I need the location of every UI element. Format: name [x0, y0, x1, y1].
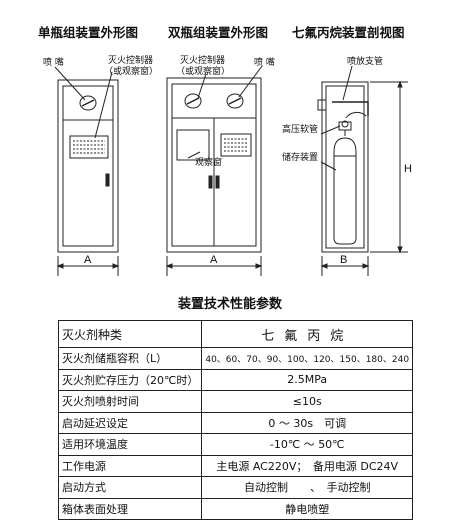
- spec-value: 0 ～ 30s 可调: [201, 411, 414, 434]
- spec-key: 工作电源: [57, 454, 203, 477]
- spec-value: 自动控制 、 手动控制: [201, 476, 414, 499]
- dim-b: B: [340, 254, 347, 266]
- table-row: 工作电源 主电源 AC220V； 备用电源 DC24V: [57, 454, 414, 477]
- title-double: 双瓶组装置外形图: [168, 25, 269, 40]
- cylinder: [333, 137, 357, 245]
- spec-table: 灭火剂种类 七氟丙烷 灭火剂储瓶容积（L） 40、60、70、90、100、12…: [57, 320, 414, 520]
- table-row: 灭火剂贮存压力（20℃时） 2.5MPa: [57, 368, 414, 391]
- table-header-row: 灭火剂种类 七氟丙烷: [57, 320, 414, 348]
- label-storage: 储存装置: [282, 151, 318, 163]
- label-hp-hose: 高压软管: [282, 123, 318, 135]
- controller-panel: [69, 135, 109, 159]
- dim-a-single: A: [84, 254, 92, 266]
- spec-key: 灭火剂种类: [57, 320, 203, 348]
- title-section: 七氟丙烷装置剖视图: [292, 25, 405, 40]
- table-row: 灭火剂喷射时间 ≤10s: [57, 390, 414, 413]
- table-row: 启动方式 自动控制 、 手动控制: [57, 476, 414, 499]
- label-spray-pipe: 喷放支管: [347, 55, 383, 67]
- spec-value: 静电喷塑: [201, 497, 414, 520]
- table-row: 适用环境温度 -10℃ ～ 50℃: [57, 433, 414, 456]
- label-controller-single-1: 灭火控制器: [108, 54, 153, 66]
- label-nozzle-single: 喷 嘴: [43, 57, 64, 68]
- spec-value: 七氟丙烷: [201, 320, 414, 348]
- spec-value: 主电源 AC220V； 备用电源 DC24V: [201, 454, 414, 477]
- nozzle-vent: [79, 95, 97, 111]
- label-controller-single-2: （或观察窗）: [104, 65, 158, 77]
- label-nozzle-double: 喷 嘴: [254, 57, 275, 68]
- spec-title: 装置技术性能参数: [177, 297, 282, 312]
- label-controller-double-1: 灭火控制器: [180, 54, 225, 66]
- table-row: 启动延迟设定 0 ～ 30s 可调: [57, 411, 414, 434]
- nozzle-vent-left: [184, 93, 202, 109]
- spec-value: 40、60、70、90、100、120、150、180、240: [201, 347, 414, 370]
- spec-value: 2.5MPa: [201, 368, 414, 391]
- section-view: [317, 65, 369, 253]
- nozzle-vent-right: [226, 93, 244, 109]
- observation-window: [176, 129, 210, 161]
- table-row: 箱体表面处理 静电喷塑: [57, 497, 414, 520]
- spec-key: 适用环境温度: [57, 433, 203, 456]
- double-cabinet: [166, 65, 263, 253]
- single-cabinet: [54, 66, 119, 253]
- label-controller-double-2: （或观察窗）: [176, 65, 230, 77]
- table-row: 灭火剂储瓶容积（L） 40、60、70、90、100、120、150、180、2…: [57, 347, 414, 370]
- title-single: 单瓶组装置外形图: [38, 25, 139, 40]
- spec-key: 箱体表面处理: [57, 497, 203, 520]
- spec-key: 灭火剂喷射时间: [57, 390, 203, 413]
- spec-value: -10℃ ～ 50℃: [201, 433, 414, 456]
- dim-h: H: [404, 163, 412, 175]
- spec-value: ≤10s: [201, 390, 414, 413]
- controller-panel-double: [220, 133, 252, 157]
- dim-a-double: A: [210, 254, 218, 266]
- label-observation-window: 观察窗: [195, 156, 222, 168]
- device-diagram: 喷 嘴 灭火控制器 （或观察窗） A 灭火控制器 （或观察窗） 喷 嘴: [43, 54, 412, 276]
- spec-key: 启动方式: [57, 476, 203, 499]
- spec-key: 灭火剂储瓶容积（L）: [57, 347, 203, 370]
- spec-key: 灭火剂贮存压力（20℃时）: [57, 368, 203, 391]
- spec-key: 启动延迟设定: [57, 411, 203, 434]
